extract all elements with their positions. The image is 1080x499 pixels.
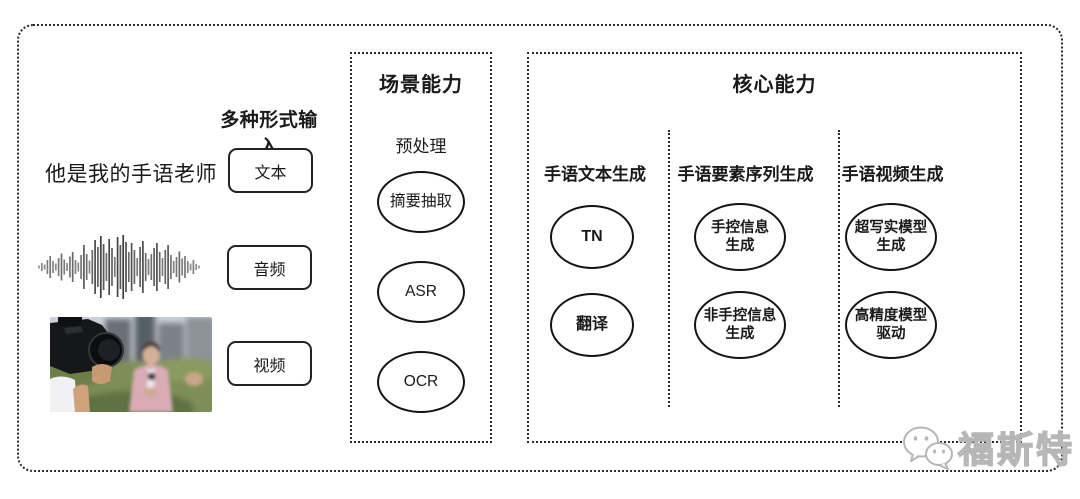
node-label: 超写实模型 xyxy=(854,219,928,236)
node-label: 生成 xyxy=(725,238,755,254)
node-label: ASR xyxy=(405,283,437,301)
node-label: 驱动 xyxy=(876,326,906,342)
node-label: 手控信息 xyxy=(711,219,769,236)
column-separator xyxy=(668,130,670,407)
watermark: 福斯特 xyxy=(901,421,1075,473)
node-label: 生成 xyxy=(876,238,906,254)
wechat-icon xyxy=(903,426,953,470)
preprocess-label: 预处理 xyxy=(395,137,447,156)
node-label: 摘要抽取 xyxy=(389,193,452,211)
node-translation: 翻译 xyxy=(550,293,634,357)
node-manual-info-generation: 手控信息 生成 xyxy=(694,203,786,271)
input-box-audio: 音频 xyxy=(227,245,312,290)
audio-waveform-icon xyxy=(36,233,202,301)
node-tn: TN xyxy=(550,205,634,269)
node-label: TN xyxy=(581,228,603,245)
input-box-text: 文本 xyxy=(228,148,313,193)
column-header-text-generation: 手语文本生成 xyxy=(544,165,646,184)
node-non-manual-info-generation: 非手控信息 生成 xyxy=(694,291,786,359)
input-box-text-label: 文本 xyxy=(254,164,287,182)
sample-sentence-text: 他是我的手语老师 xyxy=(45,163,217,186)
node-label: 生成 xyxy=(725,326,755,342)
scene-panel-title: 场景能力 xyxy=(379,74,463,96)
outer-dotted-border xyxy=(17,24,1063,472)
reporter-photo xyxy=(50,317,212,412)
node-label: 翻译 xyxy=(575,316,608,333)
node-high-precision-model-driving: 高精度模型 驱动 xyxy=(845,291,937,359)
node-label: OCR xyxy=(403,373,439,391)
node-ocr: OCR xyxy=(377,351,465,413)
node-asr: ASR xyxy=(377,261,465,323)
column-header-video-generation: 手语视频生成 xyxy=(841,165,944,184)
node-label: 高精度模型 xyxy=(854,307,928,324)
core-capability-panel: 核心能力 手语文本生成 手语要素序列生成 手语视频生成 TN 翻译 手控信息 生… xyxy=(527,52,1022,443)
watermark-text: 福斯特 xyxy=(957,428,1076,470)
scene-capability-panel: 场景能力 预处理 摘要抽取 ASR OCR xyxy=(350,52,492,443)
node-hyperreal-model-generation: 超写实模型 生成 xyxy=(845,203,937,271)
core-panel-title: 核心能力 xyxy=(732,74,817,96)
input-box-audio-label: 音频 xyxy=(253,261,286,279)
column-separator xyxy=(838,130,840,407)
column-header-element-sequence: 手语要素序列生成 xyxy=(677,165,814,184)
node-summary-extraction: 摘要抽取 xyxy=(377,171,465,233)
input-box-video: 视频 xyxy=(227,341,312,386)
node-label: 非手控信息 xyxy=(703,307,777,324)
input-box-video-label: 视频 xyxy=(253,357,286,375)
